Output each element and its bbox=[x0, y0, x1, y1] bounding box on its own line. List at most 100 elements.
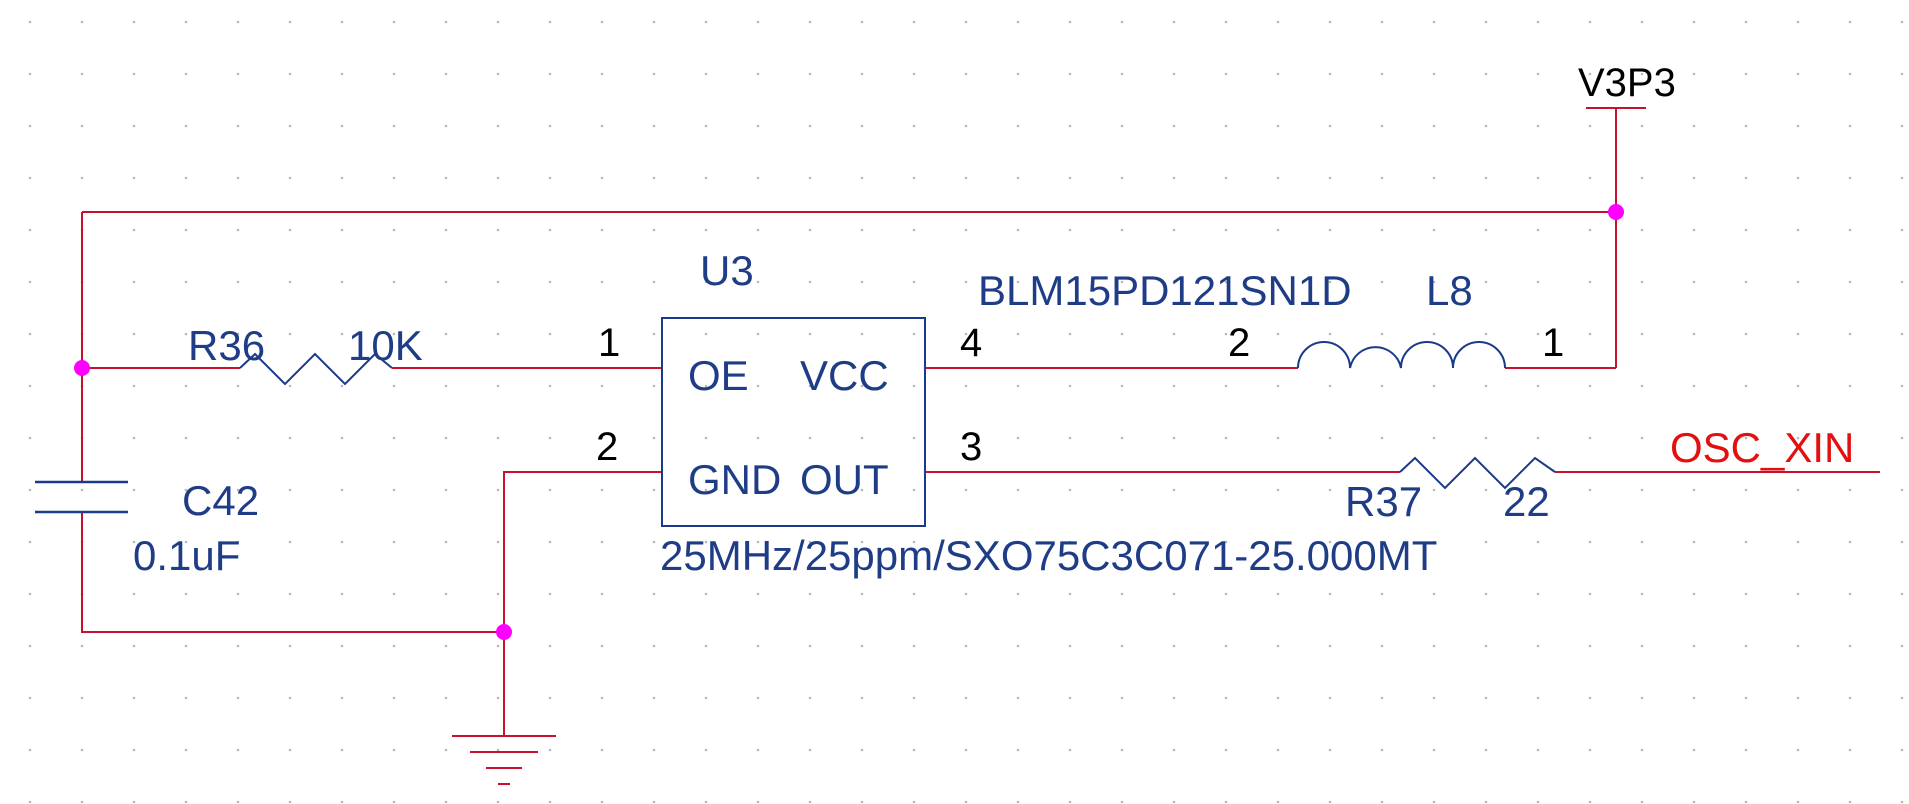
grid-dot bbox=[496, 592, 500, 596]
grid-dot bbox=[912, 228, 916, 232]
inductor-l8: BLM15PD121SN1D L8 2 1 bbox=[978, 267, 1564, 369]
junction-ground bbox=[496, 624, 512, 640]
grid-dot bbox=[1484, 748, 1488, 752]
grid-dot bbox=[704, 332, 708, 336]
grid-dot bbox=[1640, 696, 1644, 700]
grid-dot bbox=[1016, 332, 1020, 336]
grid-dot bbox=[444, 540, 448, 544]
grid-dot bbox=[80, 124, 84, 128]
grid-dot bbox=[808, 748, 812, 752]
grid-dot bbox=[1172, 644, 1176, 648]
grid-dot bbox=[548, 228, 552, 232]
grid-dot bbox=[1692, 280, 1696, 284]
grid-dot bbox=[1016, 800, 1020, 804]
u3-part-number: 25MHz/25ppm/SXO75C3C071-25.000MT bbox=[660, 532, 1437, 579]
grid-dot bbox=[1692, 228, 1696, 232]
grid-dot bbox=[1848, 280, 1852, 284]
grid-dot bbox=[704, 228, 708, 232]
grid-dot bbox=[288, 748, 292, 752]
grid-dot bbox=[392, 748, 396, 752]
grid-dot bbox=[1172, 280, 1176, 284]
grid-dot bbox=[1692, 696, 1696, 700]
grid-dot bbox=[1224, 384, 1228, 388]
grid-dot bbox=[1380, 280, 1384, 284]
grid-dot bbox=[1276, 436, 1280, 440]
grid-dot bbox=[1068, 540, 1072, 544]
grid-dot bbox=[1016, 436, 1020, 440]
grid-dot bbox=[808, 72, 812, 76]
grid-dot bbox=[860, 176, 864, 180]
grid-dot bbox=[1484, 228, 1488, 232]
grid-dot bbox=[132, 436, 136, 440]
l8-ref: L8 bbox=[1426, 267, 1473, 314]
grid-dot bbox=[1068, 748, 1072, 752]
grid-dot bbox=[1900, 280, 1904, 284]
grid-dot bbox=[912, 540, 916, 544]
grid-dot bbox=[132, 592, 136, 596]
grid-dot bbox=[1016, 72, 1020, 76]
grid-dot bbox=[1432, 644, 1436, 648]
grid-dot bbox=[964, 124, 968, 128]
grid-dot bbox=[1432, 228, 1436, 232]
grid-dot bbox=[704, 436, 708, 440]
grid-dot bbox=[1796, 124, 1800, 128]
c42-ref: C42 bbox=[182, 477, 259, 524]
grid-dot bbox=[1744, 384, 1748, 388]
grid-dot bbox=[1432, 748, 1436, 752]
grid-dot bbox=[808, 696, 812, 700]
grid-dot bbox=[912, 72, 916, 76]
grid-dot bbox=[1796, 748, 1800, 752]
grid-dot bbox=[1692, 332, 1696, 336]
grid-dot bbox=[132, 540, 136, 544]
grid-dot bbox=[184, 540, 188, 544]
grid-dot bbox=[1172, 592, 1176, 596]
grid-dot bbox=[860, 228, 864, 232]
grid-dot bbox=[1380, 124, 1384, 128]
grid-dot bbox=[1900, 748, 1904, 752]
grid-dot bbox=[80, 72, 84, 76]
grid-dot bbox=[1848, 72, 1852, 76]
grid-dot bbox=[1016, 228, 1020, 232]
grid-dot bbox=[1016, 696, 1020, 700]
pin-num-3: 3 bbox=[960, 425, 982, 469]
grid-dot bbox=[912, 20, 916, 24]
grid-dot bbox=[1224, 228, 1228, 232]
grid-dot bbox=[548, 280, 552, 284]
grid-dot bbox=[1640, 72, 1644, 76]
grid-dot bbox=[1796, 384, 1800, 388]
grid-dot bbox=[756, 280, 760, 284]
grid-dot bbox=[1380, 696, 1384, 700]
grid-dot bbox=[964, 592, 968, 596]
pin-num-4: 4 bbox=[960, 321, 982, 365]
grid-dot bbox=[288, 644, 292, 648]
grid-dot bbox=[28, 800, 32, 804]
grid-dot bbox=[860, 72, 864, 76]
grid-dot bbox=[184, 696, 188, 700]
grid-dot bbox=[1900, 72, 1904, 76]
grid-dot bbox=[444, 384, 448, 388]
grid-dot bbox=[236, 280, 240, 284]
grid-dot bbox=[808, 124, 812, 128]
grid-dot bbox=[652, 280, 656, 284]
grid-dot bbox=[1328, 748, 1332, 752]
grid-dot bbox=[964, 280, 968, 284]
grid-dot bbox=[1068, 72, 1072, 76]
grid-dot bbox=[1276, 124, 1280, 128]
grid-dot bbox=[912, 436, 916, 440]
grid-dot bbox=[496, 124, 500, 128]
grid-dot bbox=[392, 696, 396, 700]
grid-dot bbox=[1328, 592, 1332, 596]
grid-dot bbox=[392, 436, 396, 440]
grid-dot bbox=[1536, 800, 1540, 804]
grid-dot bbox=[964, 332, 968, 336]
grid-dot bbox=[444, 696, 448, 700]
grid-dot bbox=[28, 176, 32, 180]
grid-dot bbox=[1120, 176, 1124, 180]
grid-dot bbox=[1588, 176, 1592, 180]
grid-dot bbox=[80, 176, 84, 180]
grid-dot bbox=[548, 20, 552, 24]
grid-dot bbox=[1068, 592, 1072, 596]
grid-dot bbox=[1484, 384, 1488, 388]
grid-dot bbox=[1848, 436, 1852, 440]
grid-dot bbox=[1068, 176, 1072, 180]
